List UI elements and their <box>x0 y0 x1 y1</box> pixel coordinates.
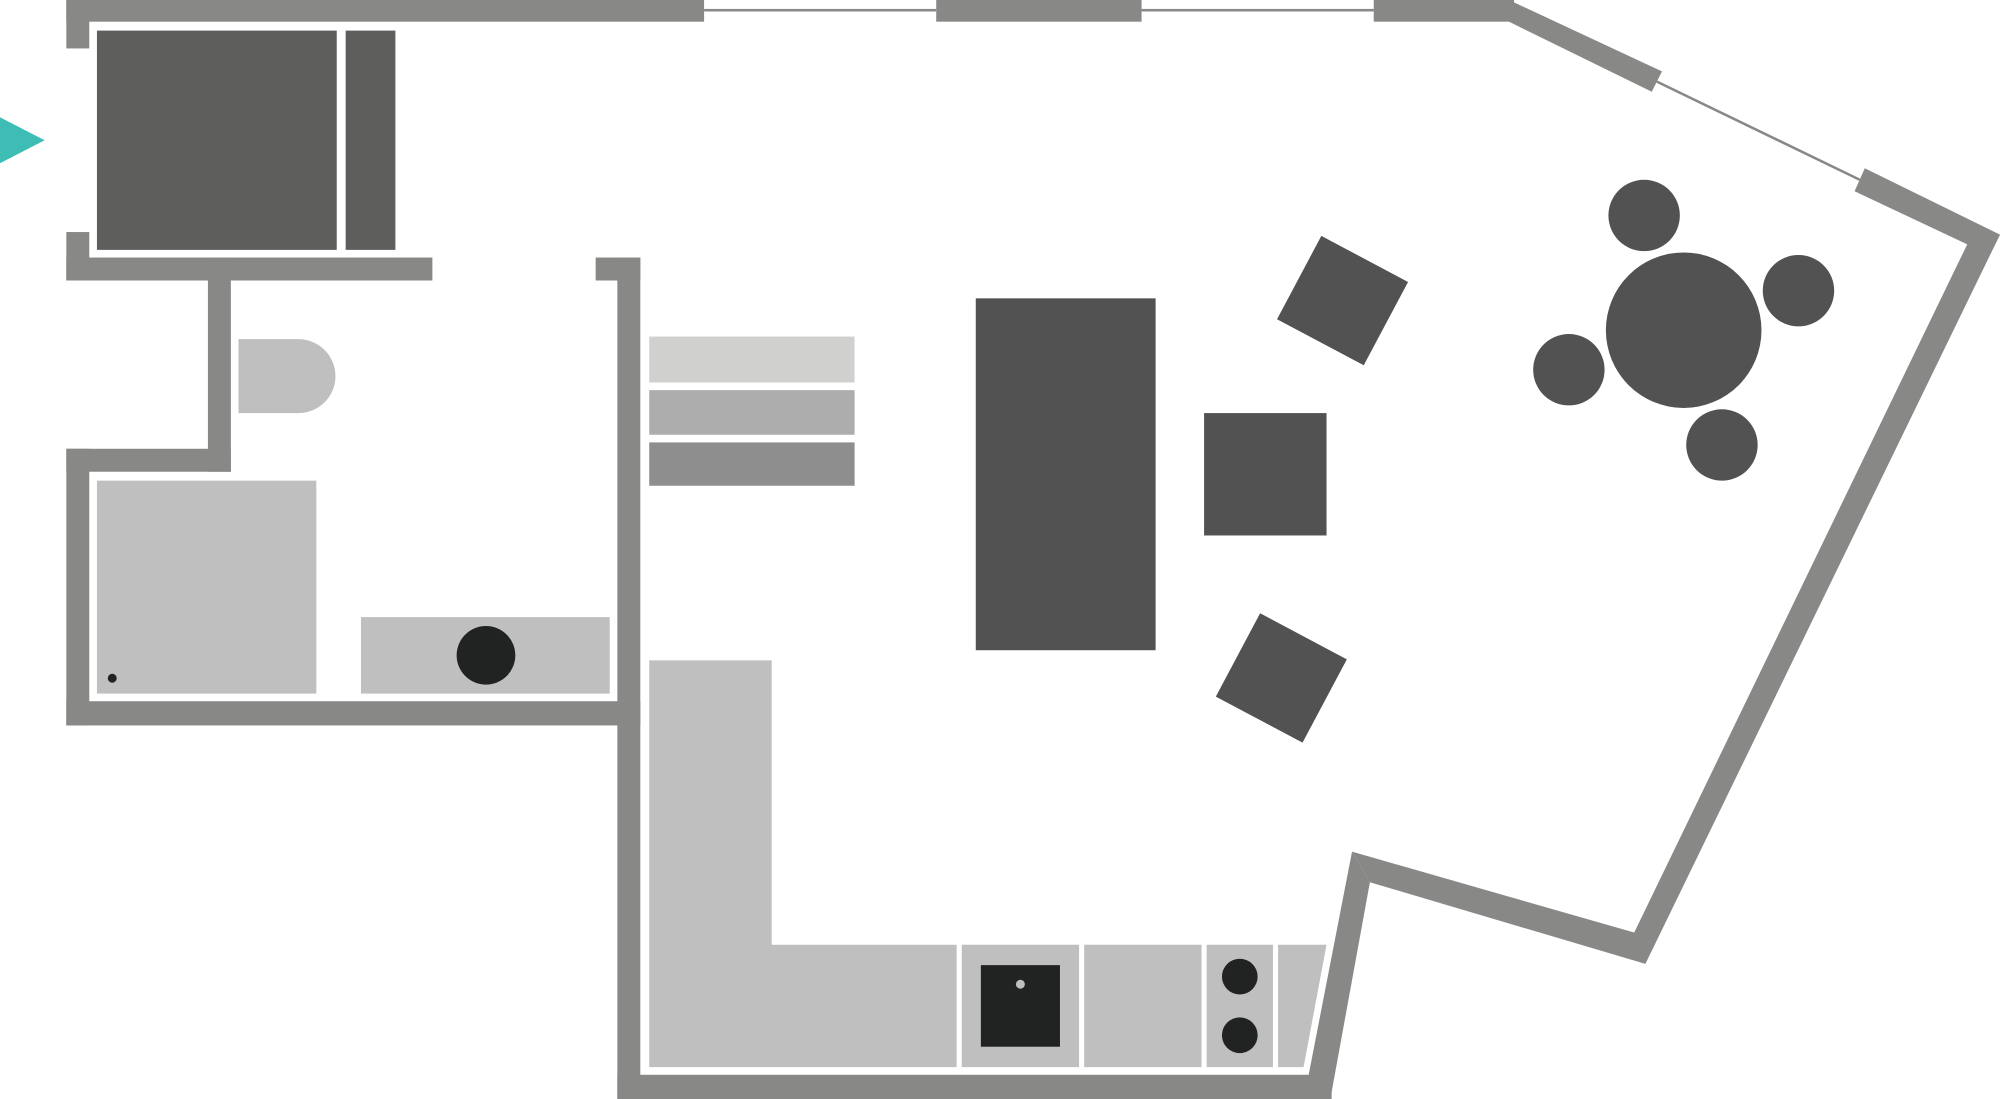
wall-angled-top-right-2 <box>1854 168 2000 255</box>
toilet <box>238 339 336 414</box>
wall-top-right <box>1373 0 1515 22</box>
entrance-arrow-icon <box>0 117 45 164</box>
armchair-top <box>1277 235 1409 366</box>
kitchen-module-3 <box>1084 944 1202 1068</box>
wall-bath-partition <box>207 257 231 472</box>
wall-top-left <box>66 0 705 22</box>
wall-bath-left-horizontal <box>66 448 231 472</box>
dining-chair-4 <box>1686 409 1758 481</box>
wall-lower-diagonal <box>1352 851 1646 964</box>
hob-burner-top <box>1221 958 1258 995</box>
bathroom <box>96 339 610 694</box>
hob-burner-bottom <box>1221 1017 1258 1054</box>
window-diagonal <box>1656 80 1861 181</box>
shelves <box>649 336 855 486</box>
kitchen-sink <box>980 965 1060 1047</box>
wall-left-jamb-top <box>66 0 90 49</box>
wall-central-vertical <box>617 257 641 1099</box>
dining-chair-2 <box>1762 254 1835 327</box>
window-top-1 <box>704 8 937 12</box>
wardrobe-large <box>96 30 337 250</box>
walls <box>66 0 2000 1099</box>
wall-angled-top-right-1 <box>1508 0 1662 92</box>
wall-central-cap <box>595 257 641 281</box>
dining-chair-1 <box>1608 179 1680 252</box>
window-top-2 <box>1141 8 1374 12</box>
dining-chair-3 <box>1533 334 1605 406</box>
sofa <box>975 298 1156 651</box>
dining-set <box>1533 179 1835 481</box>
wall-bath-left-vertical <box>66 448 90 726</box>
kitchen-counter-l <box>649 660 957 1068</box>
washbasin <box>456 625 516 685</box>
wall-cabinet-base <box>66 257 433 281</box>
shower-tray <box>96 480 317 694</box>
coffee-table <box>1204 413 1327 536</box>
shower-drain <box>107 673 117 683</box>
living-furniture <box>975 235 1409 743</box>
wardrobe-narrow <box>345 30 396 250</box>
dining-table <box>1605 252 1762 408</box>
shelf-top <box>649 336 855 383</box>
sink-drain <box>1015 979 1025 989</box>
wall-kitchen-bottom <box>617 1074 1332 1099</box>
kitchen <box>649 660 1327 1068</box>
armchair-bottom <box>1215 613 1347 743</box>
windows <box>704 8 1861 181</box>
shelf-bottom <box>649 442 855 486</box>
wall-top-middle <box>936 0 1142 22</box>
wall-right-diagonal <box>1632 234 2000 964</box>
entry-cabinets <box>96 30 396 250</box>
wall-kitchen-right-diagonal <box>1308 851 1370 1099</box>
shelf-middle <box>649 390 855 435</box>
wall-bath-bottom <box>66 701 641 726</box>
kitchen-module-end <box>1278 944 1327 1068</box>
